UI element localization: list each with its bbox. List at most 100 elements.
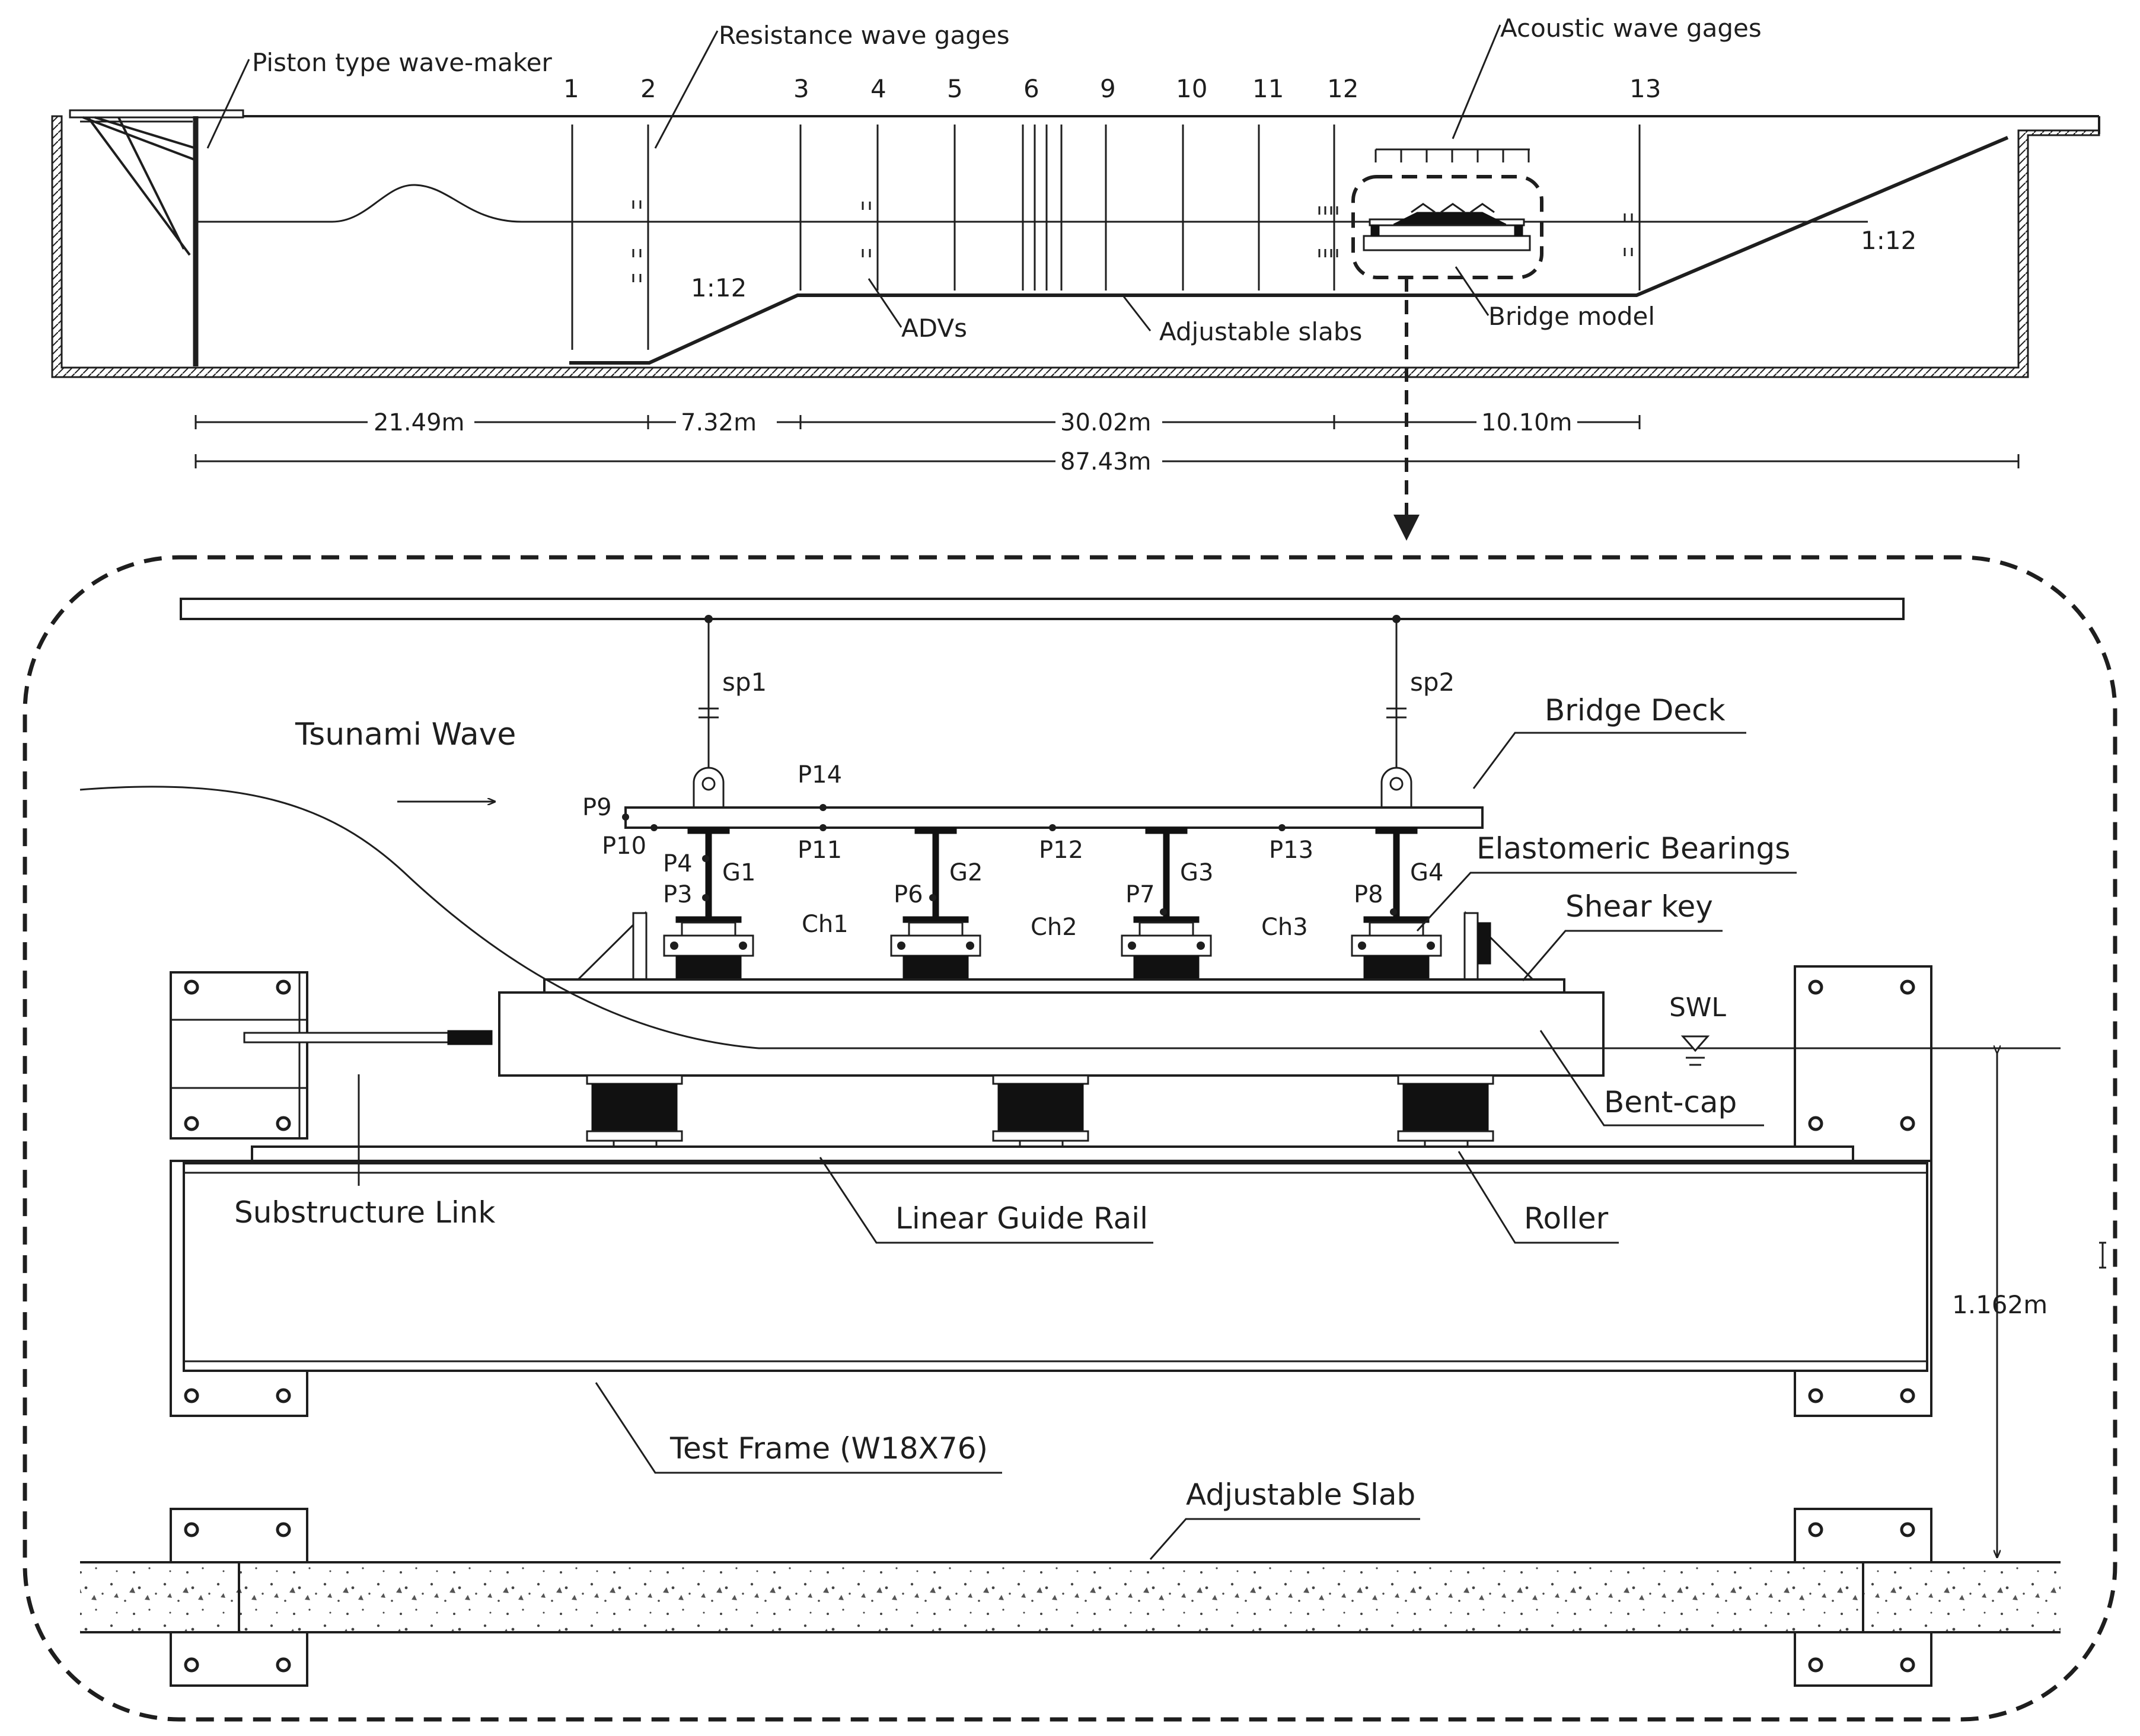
svg-text:10: 10 [1176,74,1207,103]
girder-g3 [1133,827,1200,923]
bridge-model-label: Bridge model [1488,302,1655,331]
adjustable-slab [80,1508,2061,1687]
svg-text:P11: P11 [798,837,842,864]
linear-guide-rail-label: Linear Guide Rail [895,1201,1148,1236]
svg-text:P13: P13 [1269,837,1313,864]
sensor-labels: P9 P10 P14 P11 P12 P13 P4 P3 P6 P7 P8 [582,761,1383,908]
svg-text:P10: P10 [602,832,646,860]
piston-wave-maker [69,109,244,366]
gage-numbers: 1 2 3 4 5 6 9 10 11 12 13 [563,74,1661,103]
slope-left-label: 1:12 [691,273,747,302]
svg-text:12: 12 [1327,74,1358,103]
svg-text:P14: P14 [798,761,842,789]
svg-text:P4: P4 [663,850,693,877]
bearing-4 [1351,921,1442,980]
svg-text:P6: P6 [894,881,923,908]
acoustic-gages-label: Acoustic wave gages [1500,14,1762,43]
bridge-detail: sp1 sp2 [23,555,2117,1722]
bent-cap-top-plate [543,978,1565,994]
height-label: 1.162m [1952,1290,2047,1319]
shear-key-label: Shear key [1565,889,1713,924]
slope-right-label: 1:12 [1861,226,1916,255]
test-frame-label: Test Frame (W18X76) [669,1431,988,1466]
bathymetry [569,136,2009,365]
dim-seg2: 7.32m [681,409,757,436]
dim-total: 87.43m [1060,448,1151,476]
elastomeric-bearings-label: Elastomeric Bearings [1476,831,1790,866]
svg-text:9: 9 [1100,74,1116,103]
substructure-link-label: Substructure Link [234,1195,495,1230]
detail-frame [23,555,2117,1722]
flume-dimensions: 21.49m 7.32m 30.02m 10.10m 87.43m [194,409,2020,476]
svg-text:P7: P7 [1125,881,1155,908]
svg-text:6: 6 [1023,74,1039,103]
tsunami-wave-label: Tsunami Wave [295,717,516,752]
adjustable-slab-label: Adjustable Slab [1186,1477,1415,1512]
svg-text:Ch2: Ch2 [1031,914,1077,941]
lifting-lugs [693,767,1412,809]
advs-label: ADVs [901,314,967,343]
flume-walls [51,115,2100,378]
water-surface [196,184,1868,223]
svg-text:1: 1 [563,74,579,103]
swl-label: SWL [1669,993,1726,1023]
spring-label-sp2: sp2 [1410,668,1455,697]
bent-cap-label: Bent-cap [1604,1085,1737,1119]
test-frame [170,1160,1932,1417]
right-column [1794,965,1932,1163]
bearing-3 [1121,921,1212,980]
svg-text:2: 2 [640,74,656,103]
swl-marker: SWL [1669,993,1726,1066]
bent-cap [498,991,1605,1077]
spring-label-sp1: sp1 [722,668,767,697]
bridge-model-box [1351,175,1543,279]
svg-text:G3: G3 [1180,859,1213,886]
svg-text:G2: G2 [949,859,983,886]
bridge-deck-label: Bridge Deck [1545,693,1726,727]
svg-text:P3: P3 [663,881,693,908]
svg-text:P9: P9 [582,794,612,821]
bridge-model-small [1351,175,1543,279]
dim-seg4: 10.10m [1481,409,1572,436]
svg-text:P8: P8 [1354,881,1383,908]
svg-text:3: 3 [793,74,809,103]
svg-text:Ch3: Ch3 [1261,914,1308,941]
girder-g2 [902,827,969,923]
elastomeric-bearings [663,921,1442,980]
roller-label: Roller [1524,1201,1609,1236]
text-cursor-icon [2099,1242,2106,1269]
linear-guide-rail [251,1145,1854,1162]
dim-seg3: 30.02m [1060,409,1151,436]
zoom-connector [1393,277,1420,541]
svg-text:11: 11 [1252,74,1284,103]
svg-text:5: 5 [947,74,963,103]
girder-g4 [1363,827,1430,923]
bearing-2 [890,921,981,980]
adjustable-slabs-label: Adjustable slabs [1159,317,1362,346]
shear-keys [577,911,1534,981]
dim-seg1: 21.49m [374,409,464,436]
height-dimension: 1.162m [1952,1053,2047,1558]
svg-text:G4: G4 [1410,859,1443,886]
pressure-sensor-dots [622,804,1397,915]
callouts: Bridge Deck Elastomeric Bearings Shear k… [234,693,1797,1560]
girders [675,827,1430,923]
acoustic-gage-array [1374,148,1530,162]
bearing-1 [663,921,754,980]
girder-labels: G1 G2 G3 G4 [722,859,1443,886]
svg-text:Ch1: Ch1 [802,911,849,938]
resistance-gage-lines [571,125,1641,350]
svg-text:4: 4 [870,74,886,103]
tsunami-wave-profile [79,786,2061,1049]
spring-sp2 [1386,615,1407,771]
rollers [586,1074,1494,1161]
spring-sp1 [699,615,719,771]
chamber-labels: Ch1 Ch2 Ch3 [802,911,1308,941]
resistance-gages-label: Resistance wave gages [719,21,1010,50]
svg-text:P12: P12 [1039,837,1083,864]
svg-text:13: 13 [1629,74,1661,103]
wave-flume: Piston type wave-maker Resistance wave g… [51,14,2100,541]
substructure-link [170,971,493,1140]
svg-text:G1: G1 [722,859,755,886]
